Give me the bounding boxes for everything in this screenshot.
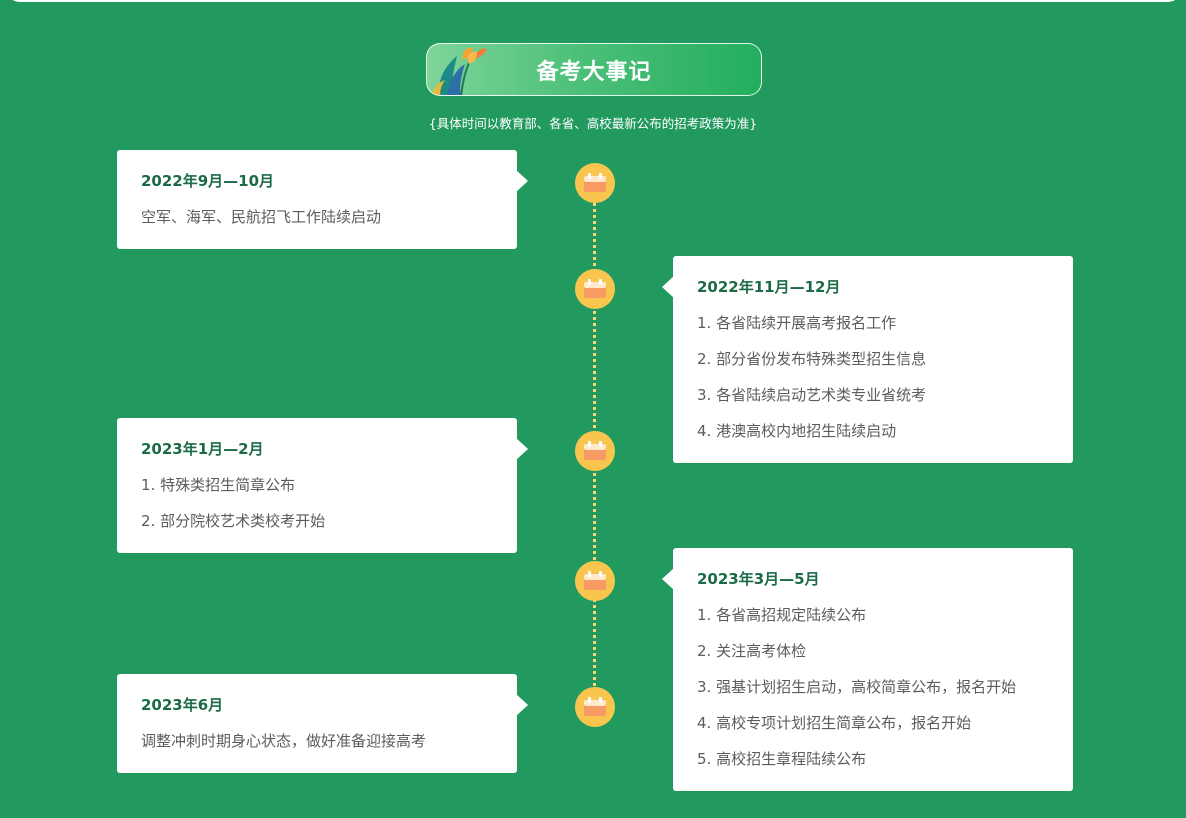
timeline-card: 2023年3月—5月 1. 各省高招规定陆续公布 2. 关注高考体检 3. 强基… (662, 548, 1073, 791)
timeline-card-date: 2023年6月 (141, 696, 224, 714)
timeline-card-item: 1. 各省陆续开展高考报名工作 (697, 314, 897, 332)
timeline-card-item: 调整冲刺时期身心状态，做好准备迎接高考 (141, 732, 427, 750)
calendar-icon (575, 687, 615, 727)
timeline-card-date: 2022年9月—10月 (141, 172, 275, 190)
calendar-icon (575, 431, 615, 471)
calendar-icon (575, 269, 615, 309)
timeline-card: 2022年11月—12月 1. 各省陆续开展高考报名工作 2. 部分省份发布特殊… (662, 256, 1073, 463)
timeline-card-item: 1. 特殊类招生简章公布 (141, 476, 296, 494)
timeline-card-date: 2023年1月—2月 (141, 440, 264, 458)
tulip-decoration-icon (431, 47, 487, 95)
calendar-icon (575, 561, 615, 601)
timeline-card-item: 5. 高校招生章程陆续公布 (697, 750, 867, 768)
timeline-card: 2023年1月—2月 1. 特殊类招生简章公布 2. 部分院校艺术类校考开始 (117, 418, 528, 553)
timeline-card-item: 空军、海军、民航招飞工作陆续启动 (141, 208, 382, 226)
section-header: 备考大事记 (426, 43, 762, 96)
top-card-edge (6, 0, 1182, 2)
timeline-card-item: 3. 各省陆续启动艺术类专业省统考 (697, 386, 927, 404)
timeline-card-date: 2022年11月—12月 (697, 278, 841, 296)
timeline-card-item: 2. 关注高考体检 (697, 642, 807, 660)
disclaimer-subtitle: {具体时间以教育部、各省、高校最新公布的招考政策为准} (428, 116, 758, 131)
section-title: 备考大事记 (536, 59, 652, 85)
timeline-card-item: 2. 部分省份发布特殊类型招生信息 (697, 350, 927, 368)
timeline-card-date: 2023年3月—5月 (697, 570, 820, 588)
timeline-card: 2023年6月 调整冲刺时期身心状态，做好准备迎接高考 (117, 674, 528, 773)
timeline-card: 2022年9月—10月 空军、海军、民航招飞工作陆续启动 (117, 150, 528, 249)
timeline-card-item: 4. 高校专项计划招生简章公布，报名开始 (697, 714, 972, 732)
timeline-card-item: 4. 港澳高校内地招生陆续启动 (697, 422, 897, 440)
timeline-card-item: 3. 强基计划招生启动，高校简章公布，报名开始 (697, 678, 1017, 696)
timeline-card-item: 2. 部分院校艺术类校考开始 (141, 512, 326, 530)
calendar-icon (575, 163, 615, 203)
timeline-card-item: 1. 各省高招规定陆续公布 (697, 606, 867, 624)
